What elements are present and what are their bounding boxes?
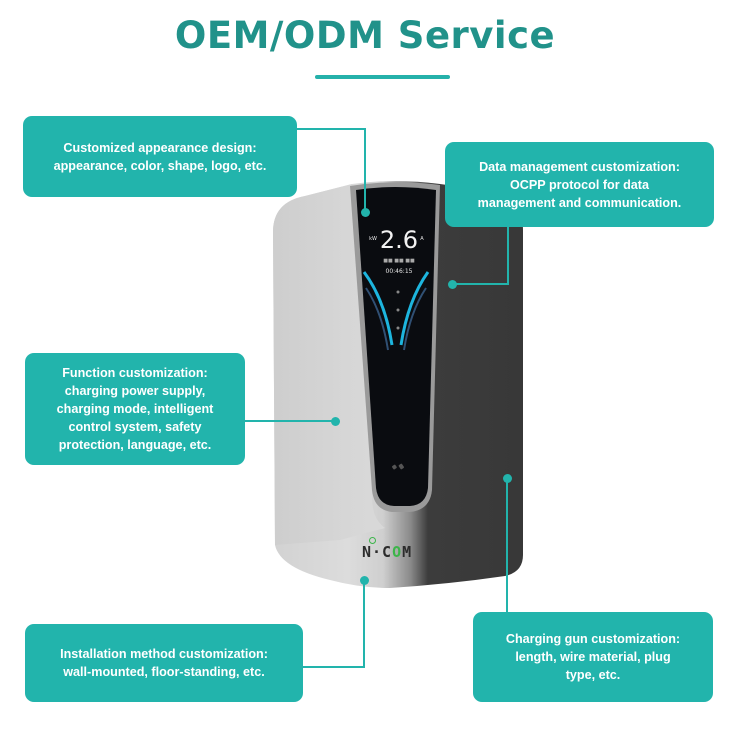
connector-data-dot (447, 279, 457, 289)
ev-charger-illustration (273, 181, 523, 588)
screen-timer: 00:46:15 (385, 268, 413, 275)
brand-logo: N·COM (362, 543, 412, 561)
callout-function-detail-4: protection, language, etc. (58, 438, 212, 452)
callout-installation-title: Installation method customization: (60, 647, 268, 661)
screen-right-unit: A (420, 236, 424, 242)
brand-logo-suffix: M (402, 543, 413, 561)
connector-gun-v (506, 478, 508, 612)
callout-function: Function customization: charging power s… (25, 353, 245, 465)
callout-gun-title: Charging gun customization: (505, 632, 681, 646)
callout-data-management: Data management customization: OCPP prot… (445, 142, 714, 227)
callout-gun-detail-1: length, wire material, plug (515, 650, 671, 664)
connector-appearance-h (297, 128, 365, 130)
callout-installation-detail: wall-mounted, floor-standing, etc. (63, 665, 265, 679)
connector-function-dot (330, 416, 340, 426)
callout-appearance-detail: appearance, color, shape, logo, etc. (53, 158, 267, 173)
connector-appearance-dot (360, 207, 370, 217)
callout-installation: Installation method customization: wall-… (25, 624, 303, 702)
brand-logo-prefix: N·C (362, 543, 393, 561)
screen-left-unit: kW (369, 236, 377, 242)
callout-data-title: Data management customization: (479, 159, 680, 174)
brand-logo-accent: O (392, 543, 403, 561)
connector-gun-dot (502, 473, 512, 483)
connector-installation-v (363, 580, 365, 667)
callout-appearance: Customized appearance design: appearance… (23, 116, 297, 197)
logo-leaf-icon (369, 537, 376, 544)
callout-function-title: Function customization: (62, 366, 208, 380)
connector-appearance-v (364, 128, 366, 212)
callout-appearance-title: Customized appearance design: (63, 140, 257, 155)
callout-gun-detail-2: type, etc. (565, 668, 621, 682)
title-underline (315, 75, 450, 79)
connector-function-h (245, 420, 335, 422)
callout-data-detail-2: management and communication. (477, 195, 682, 210)
connector-installation-dot (359, 575, 369, 585)
connector-data-v (507, 227, 509, 285)
callout-data-detail-1: OCPP protocol for data (509, 177, 649, 192)
callout-function-detail-2: charging mode, intelligent (56, 402, 214, 416)
screen-power-value: 2.6 (379, 226, 419, 254)
page-title: OEM/ODM Service (174, 14, 556, 57)
callout-function-detail-3: control system, safety (68, 420, 202, 434)
callout-charging-gun: Charging gun customization: length, wire… (473, 612, 713, 702)
screen-stats: ■■ ■■ ■■ (383, 258, 415, 264)
connector-data-h (452, 283, 509, 285)
callout-function-detail-1: charging power supply, (64, 384, 206, 398)
connector-installation-h (303, 666, 365, 668)
